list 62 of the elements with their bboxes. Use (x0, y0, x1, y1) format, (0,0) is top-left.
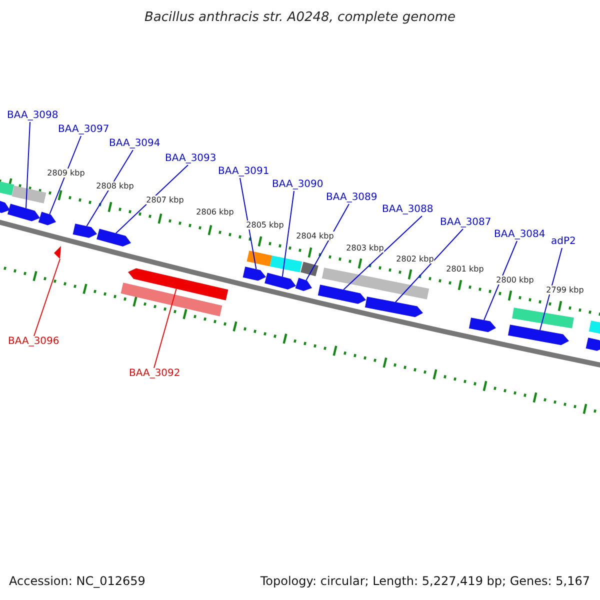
feature-bar (300, 262, 318, 276)
accession-text: Accession: NC_012659 (9, 574, 146, 588)
scale-label: 2808 kbp (96, 182, 134, 190)
gene-block (586, 338, 600, 351)
gene-label: adP2 (551, 236, 576, 248)
leader-line (395, 228, 464, 303)
gene-block (295, 278, 312, 291)
scale-label: 2805 kbp (246, 220, 284, 230)
scale-label: 2801 kbp (446, 264, 484, 274)
gene-label: BAA_3097 (58, 124, 110, 136)
leader-line (115, 164, 188, 234)
leader-line (282, 190, 294, 278)
leader-line (343, 216, 422, 290)
scale-label: 2804 kbp (296, 232, 334, 240)
gene-label: BAA_3084 (494, 229, 546, 241)
leader-line (240, 178, 257, 270)
feature-bar (322, 268, 430, 300)
feature-bar (588, 320, 600, 334)
leader-line (540, 248, 562, 331)
gene-block (469, 318, 496, 332)
gene-block (38, 212, 56, 226)
gene-block (72, 224, 97, 238)
feature-bar (270, 256, 302, 272)
gene-label: BAA_3091 (218, 166, 270, 178)
gene-label: BAA_3088 (382, 204, 434, 216)
leader-line (154, 288, 177, 368)
scale-label: 2803 kbp (346, 244, 384, 252)
feature-bar (120, 282, 222, 316)
triangle-marker (54, 246, 61, 259)
scale-label: 2799 kbp (546, 286, 584, 294)
gene-block (508, 324, 569, 346)
gene-label: BAA_3096 (8, 336, 60, 348)
gene-label: BAA_3087 (440, 217, 492, 229)
leader-line (306, 204, 350, 281)
gene-block (365, 296, 423, 318)
leader-line (484, 240, 518, 321)
leader-line (86, 150, 134, 227)
gene-block (0, 200, 10, 213)
gene-block (242, 266, 266, 281)
scale-label: 2807 kbp (146, 196, 184, 204)
gene-label: BAA_3090 (272, 179, 324, 191)
gene-label: BAA_3092 (129, 368, 180, 380)
feature-bar (0, 180, 14, 196)
leader-line (49, 136, 82, 215)
feature-bar (246, 250, 272, 266)
gene-label: BAA_3089 (326, 192, 378, 204)
gene-block (96, 228, 131, 246)
scale-label: 2806 kbp (196, 208, 234, 216)
gene-label: BAA_3094 (109, 138, 160, 150)
gene-block (128, 268, 228, 300)
feature-bar (12, 186, 46, 204)
leader-line (26, 122, 30, 209)
scale-label: 2809 kbp (47, 168, 85, 178)
scale-label: 2802 kbp (396, 254, 434, 264)
genome-summary: Topology: circular; Length: 5,227,419 bp; Genes: 5,167 (260, 574, 590, 588)
feature-bar (512, 308, 574, 328)
scale-label: 2800 kbp (496, 276, 534, 284)
gene-label: BAA_3098 (7, 110, 58, 122)
gene-label: BAA_3093 (165, 153, 216, 165)
gene-block (318, 284, 366, 304)
title: Bacillus anthracis str. A0248, complete genome (143, 10, 457, 25)
leader-line (34, 258, 60, 336)
